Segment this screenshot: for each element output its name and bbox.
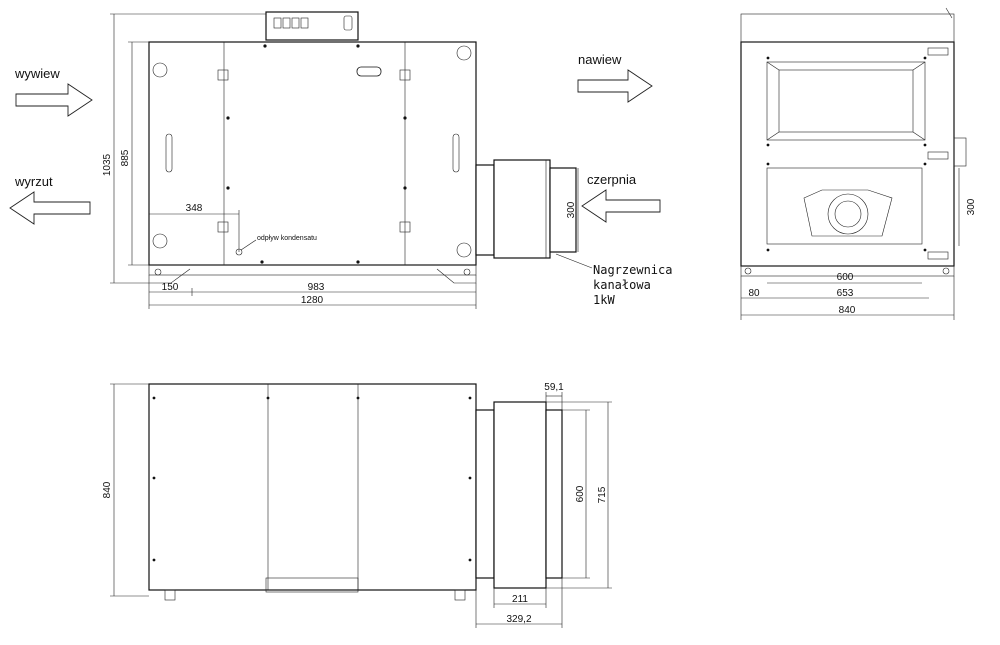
- dim-front-span: 983: [308, 282, 325, 293]
- top-view: 840 59,1 600 715 211 329,2: [102, 382, 612, 628]
- dim-top-flange: 59,1: [544, 382, 564, 393]
- terminal-strip: [273, 15, 353, 31]
- dim-top-depth: 840: [102, 481, 113, 498]
- front-view: odpływ kondensatu 1035 885 348 150 983: [9, 11, 672, 309]
- dim-side-opening: 600: [837, 272, 854, 283]
- dim-top-duct-outer: 715: [597, 486, 608, 503]
- heater-label-3: 1kW: [593, 293, 615, 307]
- arrow-wywiew: [15, 83, 93, 117]
- dim-top-duct-inner: 600: [575, 485, 586, 502]
- condensate-label: odpływ kondensatu: [257, 235, 317, 242]
- dim-front-height-total: 1035: [102, 153, 113, 176]
- heater-label-2: kanałowa: [593, 278, 651, 292]
- dim-side-offset: 80: [748, 288, 760, 299]
- label-wywiew: wywiew: [14, 66, 60, 81]
- dim-side-width-total: 840: [839, 305, 856, 316]
- heater-label-1: Nagrzewnica: [593, 263, 672, 277]
- fan-icon: [803, 189, 893, 237]
- dim-front-inner-width: 348: [186, 203, 203, 214]
- dim-side-span: 653: [837, 288, 854, 299]
- dim-top-heater-total: 329,2: [506, 614, 531, 625]
- dim-front-height-body: 885: [120, 149, 131, 166]
- label-wyrzut: wyrzut: [14, 174, 53, 189]
- dim-side-duct: 300: [966, 198, 977, 215]
- side-view: 300 600 653 80 840: [740, 7, 977, 320]
- label-nawiew: nawiew: [578, 52, 622, 67]
- dim-front-offset-left: 150: [162, 282, 179, 293]
- brand-logo: [356, 66, 382, 77]
- arrow-nawiew: [577, 69, 653, 103]
- arrow-wyrzut: [9, 191, 91, 225]
- label-czerpnia: czerpnia: [587, 172, 637, 187]
- arrow-czerpnia: [581, 189, 661, 223]
- dim-top-heater-len: 211: [512, 594, 528, 605]
- dim-front-width-total: 1280: [301, 295, 324, 306]
- dim-front-duct: 300: [566, 201, 577, 218]
